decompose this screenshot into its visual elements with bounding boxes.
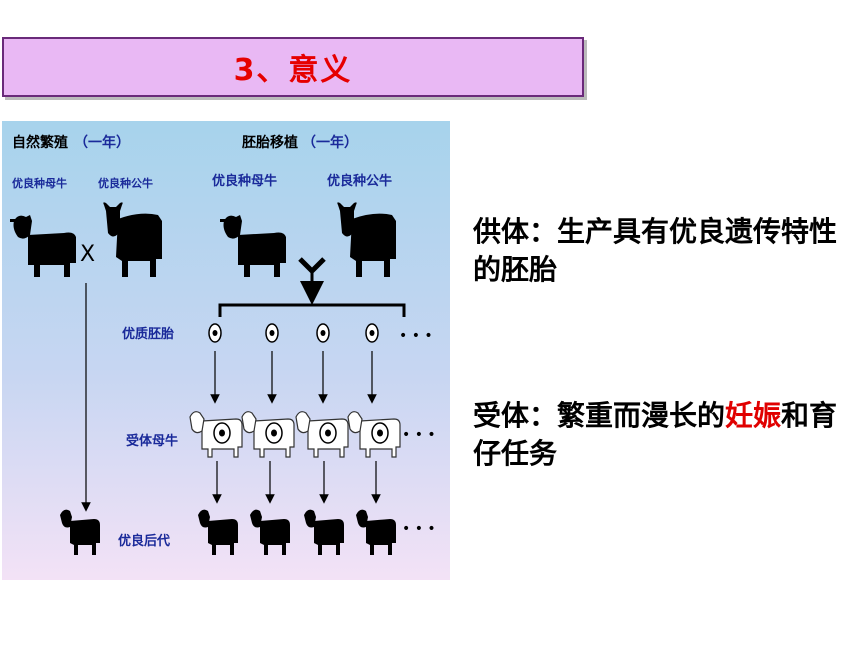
offspring-label: 优良后代 — [118, 533, 170, 549]
donor-description: 供体：生产具有优良遗传特性的胚胎 — [473, 215, 838, 286]
embryo-label: 优质胚胎 — [122, 326, 174, 342]
recipient-description: 受体：繁重而漫长的妊娠和育仔任务 — [473, 397, 858, 473]
embryo-ellipsis: • • • — [399, 328, 433, 344]
donor-bull-label-transfer: 优良种公牛 — [327, 173, 392, 189]
transfer-period-label: （一年） — [302, 134, 358, 151]
recipient-highlight: 妊娠 — [725, 399, 782, 432]
embryo-transfer-diagram: 自然繁殖 （一年） 胚胎移植 （一年） 优良种母牛 优良种公牛 优良种母牛 优良… — [2, 121, 450, 580]
offspring-ellipsis: • • • — [402, 521, 436, 537]
recipient-ellipsis: • • • — [402, 427, 436, 443]
embryo-1 — [208, 323, 222, 343]
embryo-3 — [316, 323, 330, 343]
natural-period-label: （一年） — [74, 134, 130, 151]
title-banner: 3、意义 — [2, 37, 584, 97]
donor-cow-label-natural: 优良种母牛 — [12, 176, 67, 190]
embryo-bracket — [218, 303, 406, 317]
recipient-label: 受体母牛 — [126, 433, 178, 449]
embryo-4 — [365, 323, 379, 343]
recipient-text-after: 和育仔任务 — [473, 399, 838, 470]
recipient-text-before: 受体：繁重而漫长的 — [473, 399, 726, 432]
donor-bull-label-natural: 优良种公牛 — [98, 176, 153, 190]
cross-symbol: X — [80, 242, 95, 267]
natural-breeding-label: 自然繁殖 — [12, 134, 68, 151]
donor-cow-label-transfer: 优良种母牛 — [212, 173, 277, 189]
embryo-2 — [265, 323, 279, 343]
slide-title: 3、意义 — [233, 53, 353, 88]
embryo-transfer-label: 胚胎移植 — [242, 134, 298, 151]
